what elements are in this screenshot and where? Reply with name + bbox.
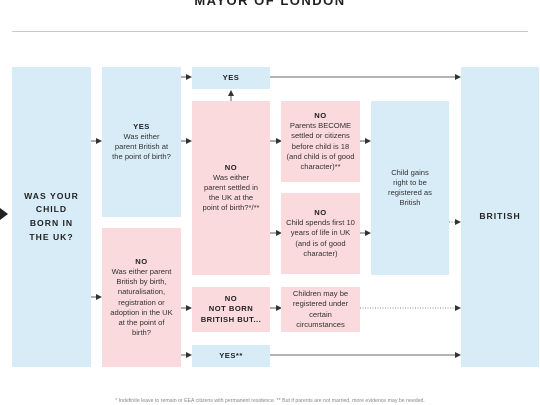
- child-spends-text: Child spends first 10 years of life in U…: [286, 218, 355, 258]
- child-spends-head: NO: [314, 208, 327, 218]
- no-settled-box: NO Was either parent settled in the UK a…: [192, 101, 270, 275]
- not-born-box: NO NOT BORN BRITISH BUT...: [192, 287, 270, 332]
- no-settled-text: Was either parent settled in the UK at t…: [202, 172, 260, 213]
- divider: [12, 31, 528, 32]
- british-label: BRITISH: [479, 211, 521, 222]
- no-branch-box: NO Was either parent British by birth, n…: [102, 228, 181, 367]
- no-branch-text: Was either parent British by birth, natu…: [110, 267, 173, 337]
- children-may-box: Children may be registered under certain…: [281, 287, 360, 332]
- gains-right-box: Child gains right to be registered as Br…: [371, 101, 449, 275]
- british-box: BRITISH: [461, 67, 539, 367]
- yes-top-box: YES: [192, 67, 270, 89]
- yes-bottom-box: YES**: [192, 345, 270, 367]
- children-may-text: Children may be registered under certain…: [292, 289, 349, 329]
- child-spends-box: NO Child spends first 10 years of life i…: [281, 193, 360, 274]
- footnote: * Indefinite leave to remain or EEA citi…: [115, 398, 425, 404]
- no-settled-head: NO: [224, 162, 238, 172]
- yes-bottom-label: YES**: [219, 350, 243, 360]
- start-pointer: [0, 208, 8, 220]
- page-title: MAYOR OF LONDON: [194, 0, 346, 8]
- not-born-text: NOT BORN BRITISH BUT...: [200, 304, 262, 324]
- parents-become-head: NO: [314, 111, 327, 121]
- not-born-head: NO: [224, 294, 238, 304]
- yes-branch-head: YES: [133, 121, 150, 131]
- yes-top-label: YES: [222, 72, 240, 82]
- yes-branch-text: Was either parent British at the point o…: [112, 131, 171, 162]
- question-box: WAS YOUR CHILD BORN IN THE UK?: [12, 67, 91, 367]
- gains-right-text: Child gains right to be registered as Br…: [388, 167, 432, 208]
- parents-become-box: NO Parents BECOME settled or citizens be…: [281, 101, 360, 182]
- no-branch-head: NO: [135, 257, 148, 267]
- yes-branch-box: YES Was either parent British at the poi…: [102, 67, 181, 217]
- parents-become-text: Parents BECOME settled or citizens befor…: [286, 121, 355, 171]
- question-text: WAS YOUR CHILD BORN IN THE UK?: [24, 190, 79, 242]
